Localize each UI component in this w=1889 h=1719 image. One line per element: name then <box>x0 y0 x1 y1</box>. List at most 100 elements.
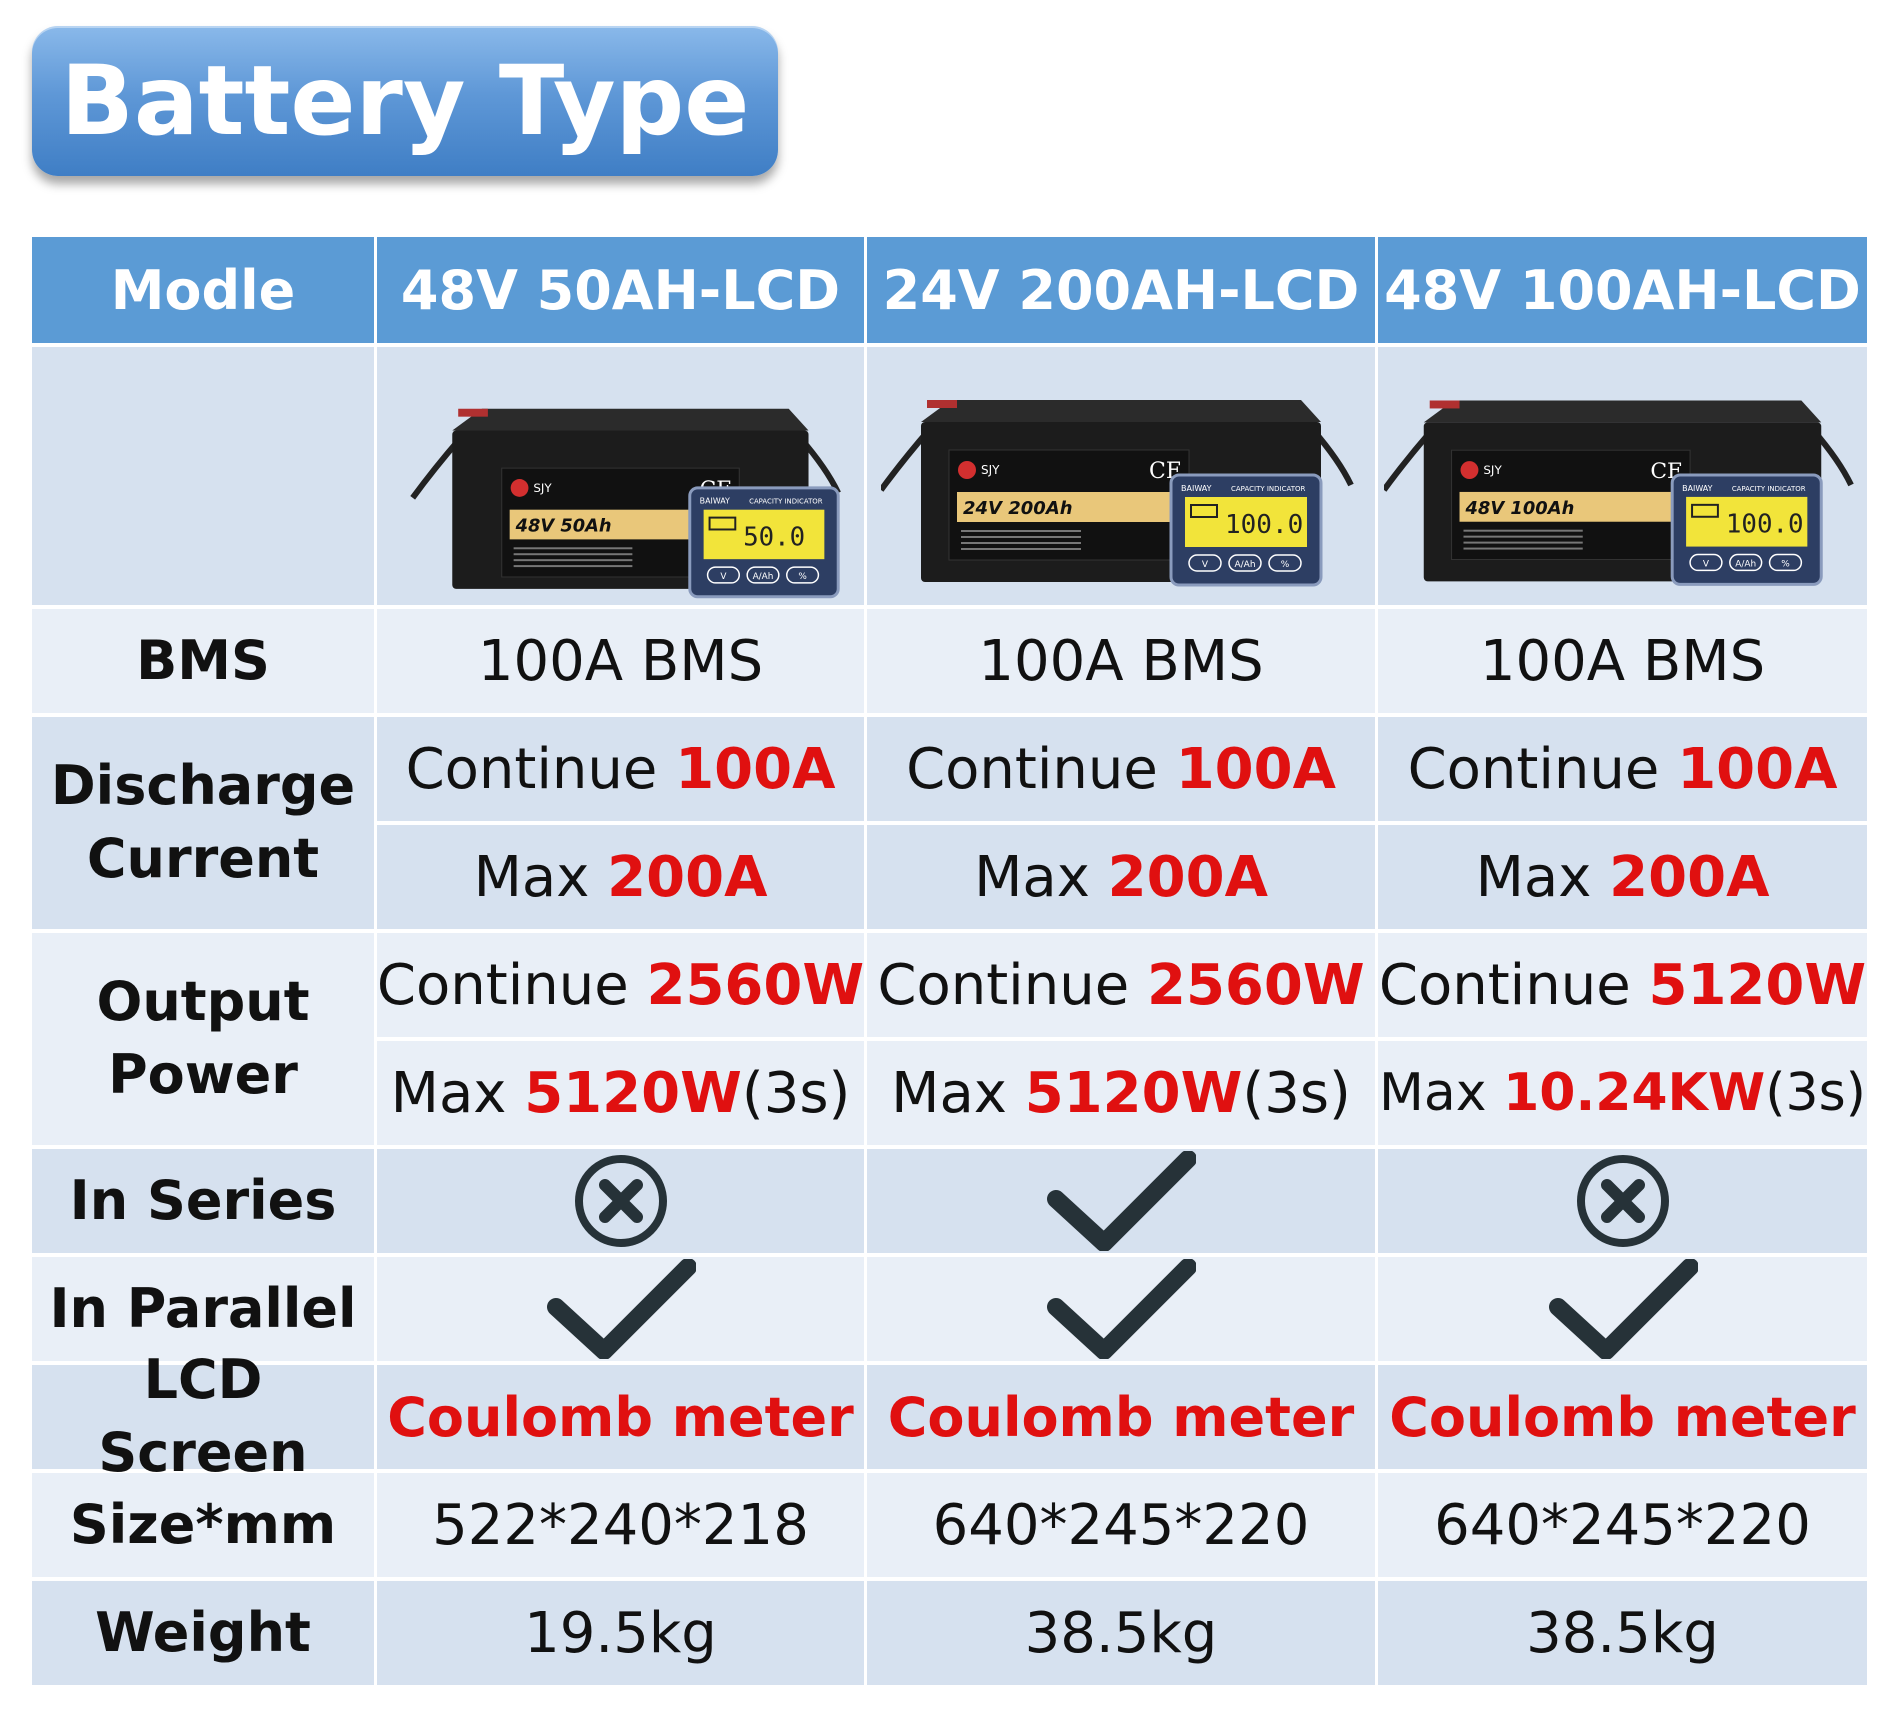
output-label-line1: Output <box>96 970 310 1034</box>
meter-button <box>746 566 780 584</box>
meter-button <box>706 566 740 584</box>
circle-x-icon <box>1576 1155 1669 1247</box>
output-continue-1: Continue 2560W <box>377 933 867 1041</box>
bms-value-1: 100A BMS <box>377 609 867 717</box>
meter-button-label: V <box>1703 559 1710 569</box>
meter-button-label: A/Ah <box>753 572 774 582</box>
meter-button-label: % <box>1281 560 1290 570</box>
meter-brand: BAIWAY <box>1181 484 1212 493</box>
battery-level-icon <box>1190 504 1218 518</box>
battery-brand: SJY <box>1483 463 1502 477</box>
battery-lid <box>921 400 1321 422</box>
check-icon <box>1548 1259 1698 1359</box>
meter-title: CAPACITY INDICATOR <box>749 498 823 506</box>
check-icon <box>1047 1259 1196 1359</box>
meter-button <box>1268 554 1302 572</box>
discharge-label-line2: Current <box>86 827 320 890</box>
header-model-1: 48V 50AH-LCD <box>377 237 867 347</box>
label-fine-print <box>1463 547 1583 550</box>
meter-button <box>1228 554 1262 572</box>
discharge-max-1: Max 200A <box>377 825 867 933</box>
output-continue-2: Continue 2560W <box>867 933 1378 1041</box>
meter-button <box>1188 554 1222 572</box>
battery-terminal <box>458 408 488 417</box>
battery-capacity-label: 24V 200Ah <box>963 498 1073 519</box>
series-mark-1 <box>377 1149 867 1257</box>
header-model-label: Modle <box>32 237 377 347</box>
brand-logo-icon <box>510 479 529 497</box>
header-model-2: 24V 200AH-LCD <box>867 237 1378 347</box>
header-model-3: 48V 100AH-LCD <box>1378 237 1870 347</box>
label-fine-print <box>961 536 1081 538</box>
lcd-value-3: Coulomb meter <box>1378 1365 1870 1473</box>
series-mark-2 <box>867 1149 1378 1257</box>
output-max-2: Max 5120W(3s) <box>867 1041 1378 1149</box>
comparison-table: Modle 48V 50AH-LCD 24V 200AH-LCD 48V 100… <box>32 237 1870 1689</box>
row-label-discharge-current: Discharge Current <box>32 717 377 933</box>
meter-title: CAPACITY INDICATOR <box>1732 485 1806 493</box>
meter-button-label: V <box>1202 560 1209 570</box>
brand-logo-icon <box>958 461 976 479</box>
row-label-output-power: Output Power <box>32 933 377 1149</box>
row-label-size: Size*mm <box>32 1473 377 1581</box>
discharge-continue-1: Continue 100A <box>377 717 867 825</box>
meter-button <box>1768 553 1803 572</box>
weight-value-2: 38.5kg <box>867 1581 1378 1689</box>
row-label-bms: BMS <box>32 609 377 717</box>
row-label-weight: Weight <box>32 1581 377 1689</box>
label-fine-print <box>513 553 633 556</box>
circle-x-icon <box>574 1155 667 1247</box>
row-label-in-parallel: In Parallel <box>32 1257 377 1365</box>
label-fine-print <box>1463 529 1583 532</box>
parallel-mark-3 <box>1378 1257 1870 1365</box>
meter-button <box>1689 553 1723 572</box>
label-fine-print <box>513 565 633 568</box>
size-value-2: 640*245*220 <box>867 1473 1378 1581</box>
battery-lid <box>452 408 809 431</box>
output-label-line2: Power <box>108 1043 298 1106</box>
meter-reading: 50.0 <box>743 522 805 552</box>
battery-lid <box>1423 400 1822 423</box>
meter-reading: 100.0 <box>1726 510 1804 540</box>
output-max-1: Max 5120W(3s) <box>377 1041 867 1149</box>
meter-button-label: A/Ah <box>1735 559 1756 569</box>
discharge-continue-2: Continue 100A <box>867 717 1378 825</box>
label-fine-print <box>513 547 633 550</box>
size-value-3: 640*245*220 <box>1378 1473 1870 1581</box>
battery-level-icon <box>708 516 737 531</box>
image-row-label <box>32 347 377 609</box>
meter-button-label: V <box>720 572 727 582</box>
discharge-max-2: Max 200A <box>867 825 1378 933</box>
discharge-label-line1: Discharge <box>50 754 356 818</box>
output-max-3: Max 10.24KW(3s) <box>1378 1041 1870 1149</box>
bms-value-3: 100A BMS <box>1378 609 1870 717</box>
label-fine-print <box>961 530 1081 532</box>
label-fine-print <box>961 542 1081 544</box>
discharge-continue-3: Continue 100A <box>1378 717 1870 825</box>
battery-capacity-label: 48V 100Ah <box>1464 498 1574 519</box>
page-title: Battery Type <box>32 26 778 176</box>
discharge-max-3: Max 200A <box>1378 825 1870 933</box>
label-fine-print <box>961 548 1081 550</box>
size-value-1: 522*240*218 <box>377 1473 867 1581</box>
meter-button-label: % <box>798 572 806 582</box>
row-label-lcd-screen: LCD Screen <box>32 1348 377 1484</box>
output-continue-3: Continue 5120W <box>1378 933 1870 1041</box>
battery-label-strip <box>1459 491 1683 522</box>
label-fine-print <box>513 559 633 562</box>
battery-brand: SJY <box>981 463 1000 477</box>
weight-value-3: 38.5kg <box>1378 1581 1870 1689</box>
battery-brand: SJY <box>533 481 552 495</box>
parallel-mark-2 <box>867 1257 1378 1365</box>
meter-brand: BAIWAY <box>700 497 730 506</box>
meter-title: CAPACITY INDICATOR <box>1231 485 1306 493</box>
series-mark-3 <box>1378 1149 1870 1257</box>
brand-logo-icon <box>1460 461 1479 480</box>
lcd-value-1: Coulomb meter <box>377 1365 867 1473</box>
check-icon <box>1047 1151 1196 1251</box>
bms-value-2: 100A BMS <box>867 609 1378 717</box>
lcd-value-2: Coulomb meter <box>867 1365 1378 1473</box>
